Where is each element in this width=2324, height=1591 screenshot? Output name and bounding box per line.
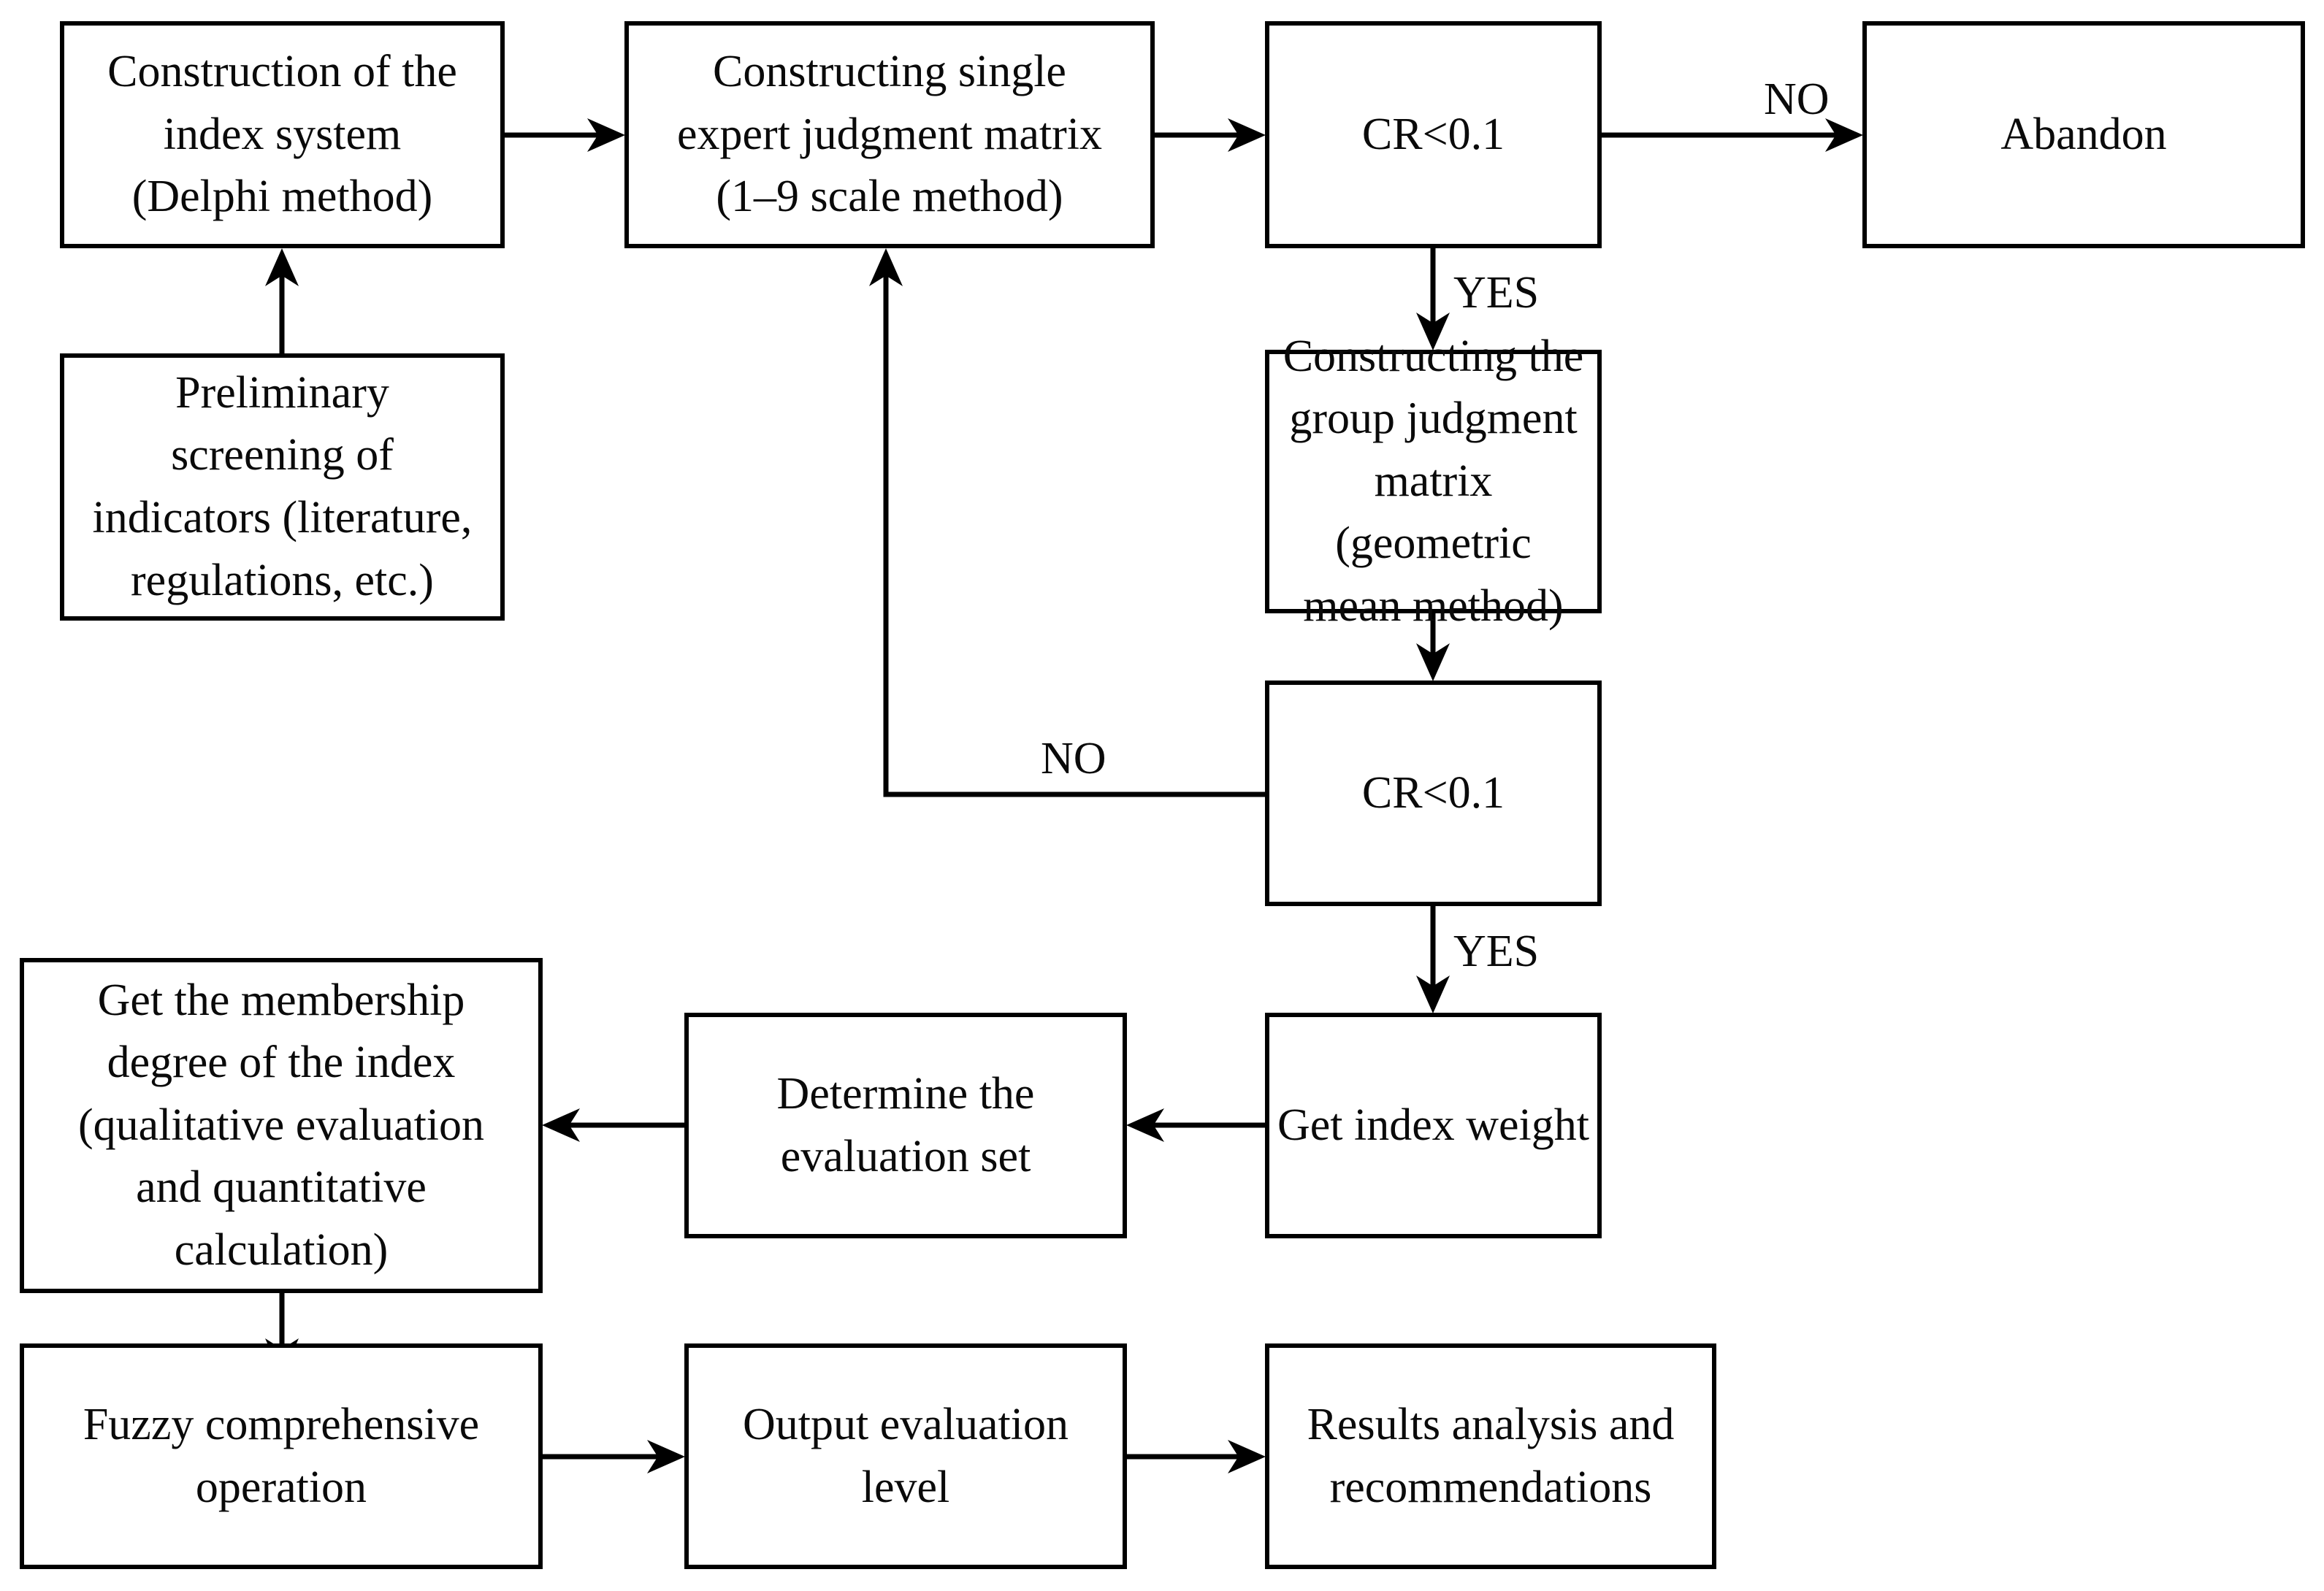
edge-group-matrix-to-cr2: [1416, 611, 1450, 681]
node-box-abandon[interactable]: [1862, 21, 2305, 248]
arrowhead-icon: [1228, 1440, 1266, 1473]
arrowhead-icon: [1126, 1108, 1164, 1142]
arrowhead-icon: [869, 248, 903, 286]
node-box-output-evaluation-level[interactable]: [684, 1343, 1127, 1569]
node-box-membership-degree[interactable]: [20, 958, 543, 1293]
node-box-group-judgment-matrix[interactable]: [1265, 350, 1602, 613]
arrowhead-icon: [1228, 118, 1266, 152]
node-box-cr-check-group[interactable]: [1265, 681, 1602, 906]
edge-cr1-yes-to-group-matrix: [1416, 246, 1450, 350]
arrowhead-icon: [265, 248, 299, 286]
edge-preliminary-to-construction: [265, 248, 299, 356]
edge-evaluation-set-to-membership: [542, 1108, 687, 1142]
edge-single-matrix-to-cr1: [1153, 118, 1266, 152]
node-box-preliminary-screening[interactable]: [60, 353, 505, 621]
node-box-fuzzy-comprehensive-operation[interactable]: [20, 1343, 543, 1569]
edge-output-level-to-results: [1125, 1440, 1266, 1473]
edge-cr1-no-to-abandon: [1599, 118, 1863, 152]
edge-line: [883, 263, 1267, 797]
arrowhead-icon: [1825, 118, 1863, 152]
nodes-layer: [20, 21, 2305, 1569]
edges-layer: [265, 118, 1863, 1473]
node-box-get-index-weight[interactable]: [1265, 1013, 1602, 1238]
arrowhead-icon: [1416, 313, 1450, 350]
arrowhead-icon: [542, 1108, 580, 1142]
node-box-cr-check-single[interactable]: [1265, 21, 1602, 248]
edge-index-weight-to-evaluation-set: [1126, 1108, 1267, 1142]
node-box-single-expert-judgment-matrix[interactable]: [624, 21, 1155, 248]
edge-cr2-yes-to-index-weight: [1416, 904, 1450, 1013]
node-box-results-analysis[interactable]: [1265, 1343, 1716, 1569]
arrowhead-icon: [647, 1440, 685, 1473]
edge-fuzzy-operation-to-output-level: [540, 1440, 685, 1473]
edge-cr2-no-feedback: [869, 248, 1267, 797]
edge-construction-to-single-matrix: [502, 118, 625, 152]
node-box-construction-index-system[interactable]: [60, 21, 505, 248]
arrowhead-icon: [1416, 975, 1450, 1013]
node-box-determine-evaluation-set[interactable]: [684, 1013, 1127, 1238]
arrowhead-icon: [587, 118, 625, 152]
arrowhead-icon: [1416, 643, 1450, 681]
